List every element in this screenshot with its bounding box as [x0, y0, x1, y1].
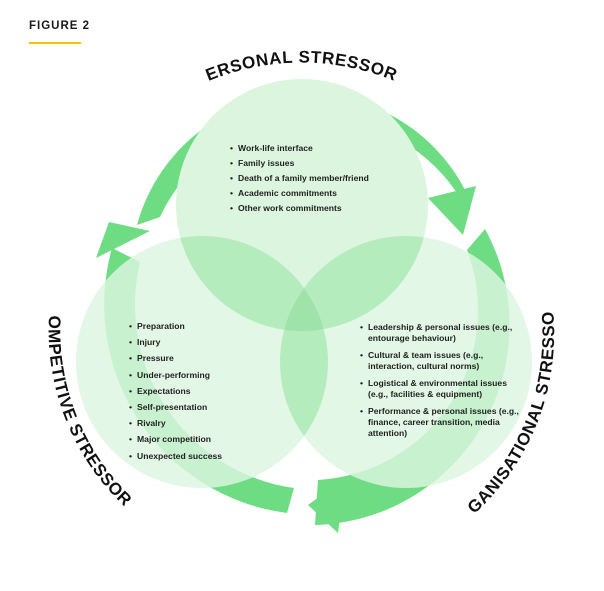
list-item: Major competition	[129, 434, 222, 445]
list-item: Rivalry	[129, 418, 222, 429]
figure-label: FIGURE 2	[29, 20, 91, 32]
competitive-stressors-list: Preparation Injury Pressure Under-perfor…	[129, 321, 222, 467]
list-item: Self-presentation	[129, 402, 222, 413]
organisational-stressors-list: Leadership & personal issues (e.g., ento…	[360, 322, 520, 445]
arrow-competitive-head	[96, 222, 150, 258]
list-item: Under-performing	[129, 370, 222, 381]
list-item: Preparation	[129, 321, 222, 332]
list-item: Family issues	[230, 158, 369, 169]
list-item: Performance & personal issues (e.g., fin…	[360, 406, 520, 439]
list-item: Work-life interface	[230, 143, 369, 154]
list-item: Logistical & environmental issues (e.g.,…	[360, 378, 520, 400]
list-item: Injury	[129, 337, 222, 348]
list-item: Leadership & personal issues (e.g., ento…	[360, 322, 520, 344]
list-item: Pressure	[129, 353, 222, 364]
list-item: Death of a family member/friend	[230, 173, 369, 184]
list-item: Other work commitments	[230, 203, 369, 214]
arrow-personal-head	[428, 186, 476, 235]
arrow-organisational-head	[308, 478, 345, 533]
list-item: Cultural & team issues (e.g., interactio…	[360, 350, 520, 372]
list-item: Academic commitments	[230, 188, 369, 199]
personal-stressors-title: PERSONAL STRESSORS	[0, 0, 400, 85]
list-item: Expectations	[129, 386, 222, 397]
personal-stressors-list: Work-life interface Family issues Death …	[230, 143, 369, 218]
overlap-personal	[176, 236, 428, 331]
list-item: Unexpected success	[129, 451, 222, 462]
figure-label-underline	[29, 42, 81, 44]
